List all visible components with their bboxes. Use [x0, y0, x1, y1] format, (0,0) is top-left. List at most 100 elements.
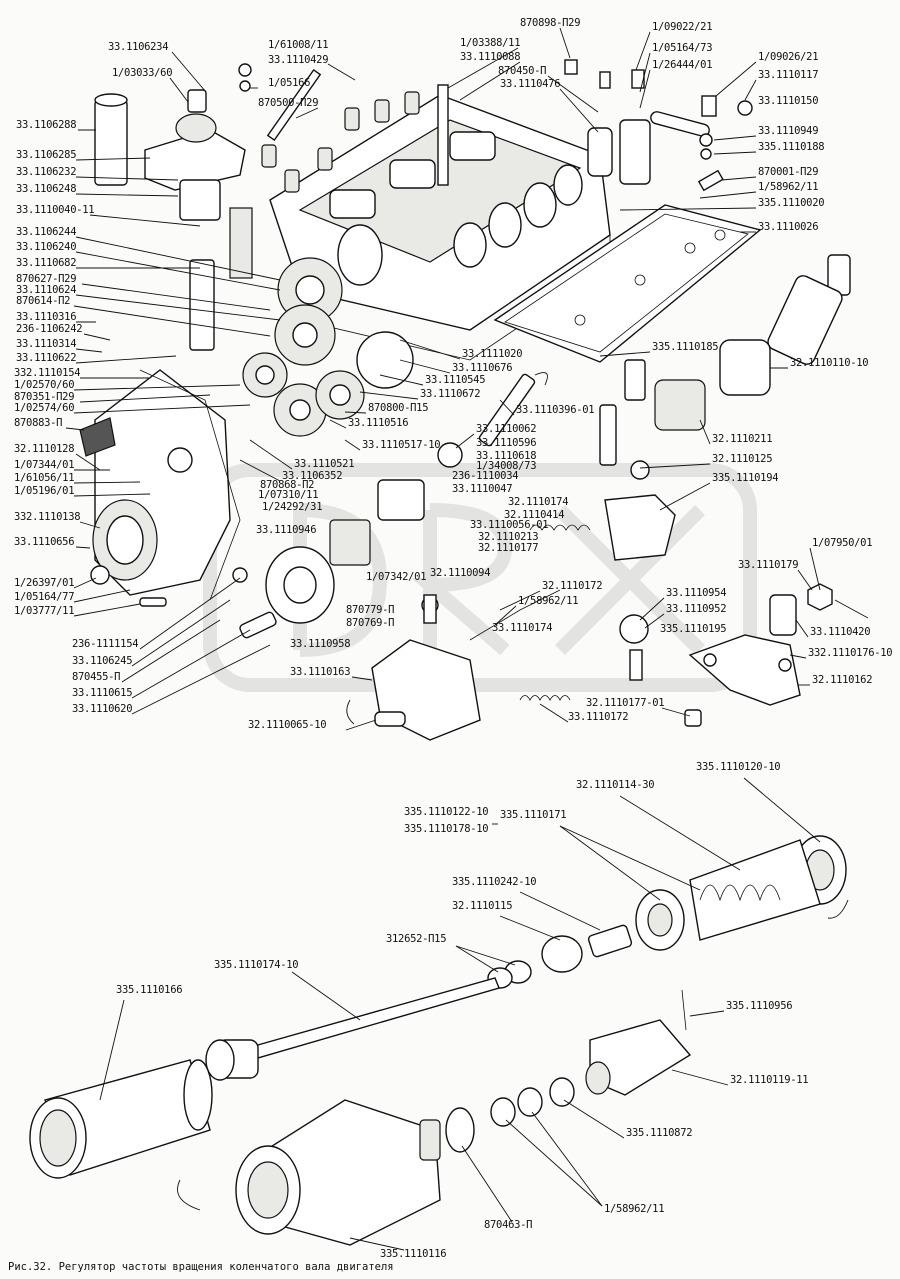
- part-number-label: 33.1106240: [16, 241, 76, 253]
- part-number-label: 332.1110154: [14, 367, 80, 379]
- main-body-casting: [235, 1099, 475, 1246]
- part-number-label: 33.1106234: [108, 41, 168, 53]
- governor-shaft-group: [232, 479, 425, 639]
- part-number-label: 33.1106244: [16, 226, 76, 238]
- part-number-label: 335.1110171: [500, 809, 566, 821]
- part-number-label: 1/24292/31: [262, 501, 322, 513]
- top-cover-plate: [493, 204, 762, 363]
- part-number-label: 32.1110115: [452, 900, 512, 912]
- part-number-label: 312652-П15: [386, 933, 446, 945]
- right-top-fittings: [587, 69, 753, 192]
- part-number-label: 1/03777/11: [14, 605, 74, 617]
- part-number-label: 870779-П: [346, 604, 394, 616]
- part-number-label: 870800-П15: [368, 402, 428, 414]
- part-number-label: 33.1106352: [282, 470, 342, 482]
- part-number-label: 33.1110620: [72, 703, 132, 715]
- part-number-label: 1/07344/01: [14, 459, 74, 471]
- part-number-label: 32.1110414: [504, 509, 564, 521]
- part-number-label: 32.1110110-10: [790, 357, 868, 369]
- part-number-label: 870614-П2: [16, 295, 70, 307]
- part-number-label: 1/05196/01: [14, 485, 74, 497]
- nuts-and-washers-lower: [490, 989, 692, 1127]
- part-number-label: 1/05164/77: [14, 591, 74, 603]
- part-number-label: 335.1110188: [758, 141, 824, 153]
- part-number-label: 33.1110172: [568, 711, 628, 723]
- part-number-label: 32.1110128: [14, 443, 74, 455]
- part-number-label: 870898-П29: [520, 17, 580, 29]
- part-number-label: 33.1110624: [16, 284, 76, 296]
- part-number-label: 33.1111020: [462, 348, 522, 360]
- part-number-label: 1/58962/11: [758, 181, 818, 193]
- part-number-label: 32.1110213: [478, 531, 538, 543]
- part-number-label: 33.1110545: [425, 374, 485, 386]
- part-number-label: 33.1110163: [290, 666, 350, 678]
- part-number-label: 33.1110047: [452, 483, 512, 495]
- part-number-label: 1/34008/73: [476, 460, 536, 472]
- part-number-label: 33.1110117: [758, 69, 818, 81]
- part-number-label: 33.1110314: [16, 338, 76, 350]
- part-number-label: 1/09026/21: [758, 51, 818, 63]
- part-number-label: 33.1110656: [14, 536, 74, 548]
- part-number-label: 870001-П29: [758, 166, 818, 178]
- part-number-label: 33.1110316: [16, 311, 76, 323]
- part-number-label: 335.1110116: [380, 1248, 446, 1260]
- part-number-label: 33.1110056-01: [470, 519, 548, 531]
- part-number-label: 32.1110065-10: [248, 719, 326, 731]
- part-number-label: 32.1110172: [542, 580, 602, 592]
- part-number-label: 33.1110150: [758, 95, 818, 107]
- part-number-label: 33.1110618: [476, 450, 536, 462]
- part-number-label: 32.1110177-01: [586, 697, 664, 709]
- part-number-label: 236-1106242: [16, 323, 82, 335]
- part-number-label: 32.1110162: [812, 674, 872, 686]
- long-pull-rod: [205, 977, 500, 1081]
- part-number-label: 335.1110956: [726, 1000, 792, 1012]
- part-labels: 33.11062341/03033/6033.110628833.1106285…: [14, 17, 893, 1260]
- part-number-label: 33.1110026: [758, 221, 818, 233]
- part-number-label: 1/07310/11: [258, 489, 318, 501]
- part-number-label: 1/02570/60: [14, 379, 74, 391]
- part-number-label: 1/02574/60: [14, 402, 74, 414]
- part-number-label: 870868-П2: [260, 479, 314, 491]
- rocker-tower: [94, 89, 253, 351]
- part-number-label: 1/26397/01: [14, 577, 74, 589]
- part-number-label: 335.1110120-10: [696, 761, 780, 773]
- right-cylinder-assembly: [624, 254, 851, 431]
- part-number-label: 32.1110119-11: [730, 1074, 808, 1086]
- part-number-label: 32.1110094: [430, 567, 490, 579]
- part-number-label: 870463-П: [484, 1219, 532, 1231]
- part-number-label: 1/03388/11: [460, 37, 520, 49]
- part-number-label: 33.1110174: [492, 622, 552, 634]
- bolts-and-springs-top: [238, 59, 611, 193]
- part-number-label: 870455-П: [72, 671, 120, 683]
- part-number-label: 33.1110396-01: [516, 404, 594, 416]
- part-number-label: 332.1110176-10: [808, 647, 892, 659]
- part-number-label: 33.1110517-10: [362, 439, 440, 451]
- part-number-label: 335.1110185: [652, 341, 718, 353]
- watermark: [203, 463, 757, 692]
- part-number-label: 33.1110476: [500, 78, 560, 90]
- part-number-label: 335.1110166: [116, 984, 182, 996]
- part-number-label: 33.1110672: [420, 388, 480, 400]
- front-cover-body: [79, 369, 241, 607]
- part-number-label: 335.1110195: [660, 623, 726, 635]
- part-number-label: 33.1110958: [290, 638, 350, 650]
- part-number-label: 236-1110034: [452, 470, 518, 482]
- part-number-label: 870883-П: [14, 417, 62, 429]
- part-number-label: 236-1111154: [72, 638, 138, 650]
- part-number-label: 32.1110177: [478, 542, 538, 554]
- part-number-label: 33.1106285: [16, 149, 76, 161]
- part-number-label: 870351-П29: [14, 391, 74, 403]
- part-number-label: 33.1110952: [666, 603, 726, 615]
- large-spring-cylinder: [487, 835, 847, 989]
- part-number-label: 335.1110178-10: [404, 823, 488, 835]
- part-number-label: 1/07950/01: [812, 537, 872, 549]
- part-number-label: 33.1110179: [738, 559, 798, 571]
- part-number-label: 33.1110949: [758, 125, 818, 137]
- part-number-label: 870769-П: [346, 617, 394, 629]
- left-sleeve: [29, 1059, 213, 1179]
- part-number-label: 33.1110429: [268, 54, 328, 66]
- part-number-label: 870450-П: [498, 65, 546, 77]
- rotation-arrows: [177, 372, 849, 1211]
